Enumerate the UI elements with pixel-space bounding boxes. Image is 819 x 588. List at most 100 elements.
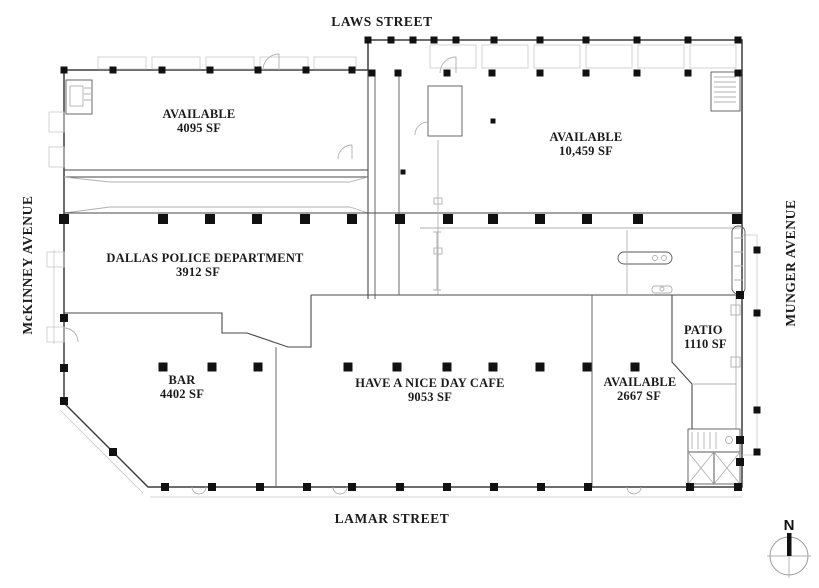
- column-marker: [582, 36, 590, 44]
- space-area-available-4095: 4095 SF: [177, 121, 221, 135]
- space-area-bar: 4402 SF: [160, 387, 204, 401]
- column-marker: [734, 36, 742, 44]
- column-marker: [753, 448, 761, 456]
- compass-north-label: N: [784, 517, 795, 534]
- stair-top-right: [710, 71, 741, 112]
- north-arrow-icon: [787, 533, 792, 556]
- column-marker: [207, 362, 217, 372]
- space-label-available-10459: AVAILABLE: [550, 130, 623, 144]
- column-marker: [161, 483, 169, 491]
- column-marker: [364, 36, 372, 44]
- column-marker: [347, 214, 357, 224]
- column-marker: [158, 214, 168, 224]
- column-marker: [536, 69, 544, 77]
- stair-bottom-right: [687, 428, 741, 485]
- column-marker: [208, 483, 216, 491]
- bar-counter-fixture: [617, 230, 673, 295]
- column-marker: [736, 436, 744, 444]
- space-label-patio: PATIO: [684, 323, 723, 337]
- sidewalk-line-diagonal: [59, 409, 144, 494]
- column-grid: [59, 36, 761, 491]
- ramp-fixture-east: [731, 225, 746, 295]
- stair-top-left: [65, 79, 93, 115]
- column-marker: [452, 36, 460, 44]
- door-arcs: [63, 53, 642, 495]
- column-marker: [633, 69, 641, 77]
- column-marker: [109, 66, 117, 74]
- column-marker: [734, 69, 742, 77]
- column-marker: [753, 246, 761, 254]
- column-marker: [394, 69, 402, 77]
- column-marker: [348, 483, 356, 491]
- column-marker: [582, 214, 592, 224]
- column-marker: [158, 362, 168, 372]
- column-marker: [488, 362, 498, 372]
- street-label-west: McKINNEY AVENUE: [20, 195, 35, 334]
- column-marker: [60, 314, 68, 322]
- column-marker: [343, 362, 353, 372]
- column-marker: [488, 214, 498, 224]
- column-marker: [753, 309, 761, 317]
- space-area-available-2667: 2667 SF: [617, 389, 661, 403]
- column-marker: [392, 362, 402, 372]
- column-marker: [736, 458, 744, 466]
- space-area-police: 3912 SF: [176, 265, 220, 279]
- column-marker: [60, 397, 68, 405]
- column-marker: [254, 66, 262, 74]
- column-marker: [490, 483, 498, 491]
- column-marker: [582, 362, 592, 372]
- column-marker: [302, 66, 310, 74]
- column-marker: [684, 69, 692, 77]
- column-marker: [490, 36, 498, 44]
- column-marker: [537, 483, 545, 491]
- column-marker: [409, 36, 417, 44]
- labels: LAWS STREET LAMAR STREET McKINNEY AVENUE…: [20, 14, 798, 526]
- column-marker: [158, 66, 166, 74]
- column-marker: [734, 483, 742, 491]
- column-marker: [205, 214, 215, 224]
- column-marker: [582, 69, 590, 77]
- column-marker: [348, 66, 356, 74]
- column-marker: [395, 214, 405, 224]
- space-label-cafe: HAVE A NICE DAY CAFE: [355, 376, 504, 390]
- column-marker: [490, 118, 496, 124]
- column-marker: [303, 483, 311, 491]
- space-label-bar: BAR: [169, 373, 197, 387]
- column-marker: [684, 36, 692, 44]
- column-marker: [253, 362, 263, 372]
- street-label-south: LAMAR STREET: [335, 511, 450, 526]
- column-marker: [443, 483, 451, 491]
- column-marker: [536, 36, 544, 44]
- column-marker: [252, 214, 262, 224]
- column-marker: [630, 362, 640, 372]
- column-marker: [400, 169, 406, 175]
- street-label-north: LAWS STREET: [331, 14, 433, 29]
- column-marker: [584, 483, 592, 491]
- column-marker: [300, 214, 310, 224]
- street-label-east: MUNGER AVENUE: [783, 199, 798, 326]
- column-marker: [535, 214, 545, 224]
- column-marker: [396, 483, 404, 491]
- column-marker: [443, 214, 453, 224]
- canopy-panels: [46, 44, 737, 343]
- column-marker: [633, 36, 641, 44]
- compass: N: [767, 517, 811, 578]
- arcade-line-east: [742, 234, 758, 456]
- space-label-police: DALLAS POLICE DEPARTMENT: [106, 251, 304, 265]
- space-area-cafe: 9053 SF: [408, 390, 452, 404]
- exterior-walls: [53, 39, 758, 498]
- column-marker: [442, 362, 452, 372]
- column-marker: [732, 214, 742, 224]
- column-marker: [686, 483, 694, 491]
- space-label-available-2667: AVAILABLE: [604, 375, 677, 389]
- column-marker: [633, 214, 643, 224]
- column-marker: [206, 66, 214, 74]
- column-marker: [488, 69, 496, 77]
- interior-walls: [63, 70, 742, 487]
- column-marker: [256, 483, 264, 491]
- column-marker: [736, 291, 744, 299]
- space-label-available-4095: AVAILABLE: [163, 107, 236, 121]
- column-marker: [430, 36, 438, 44]
